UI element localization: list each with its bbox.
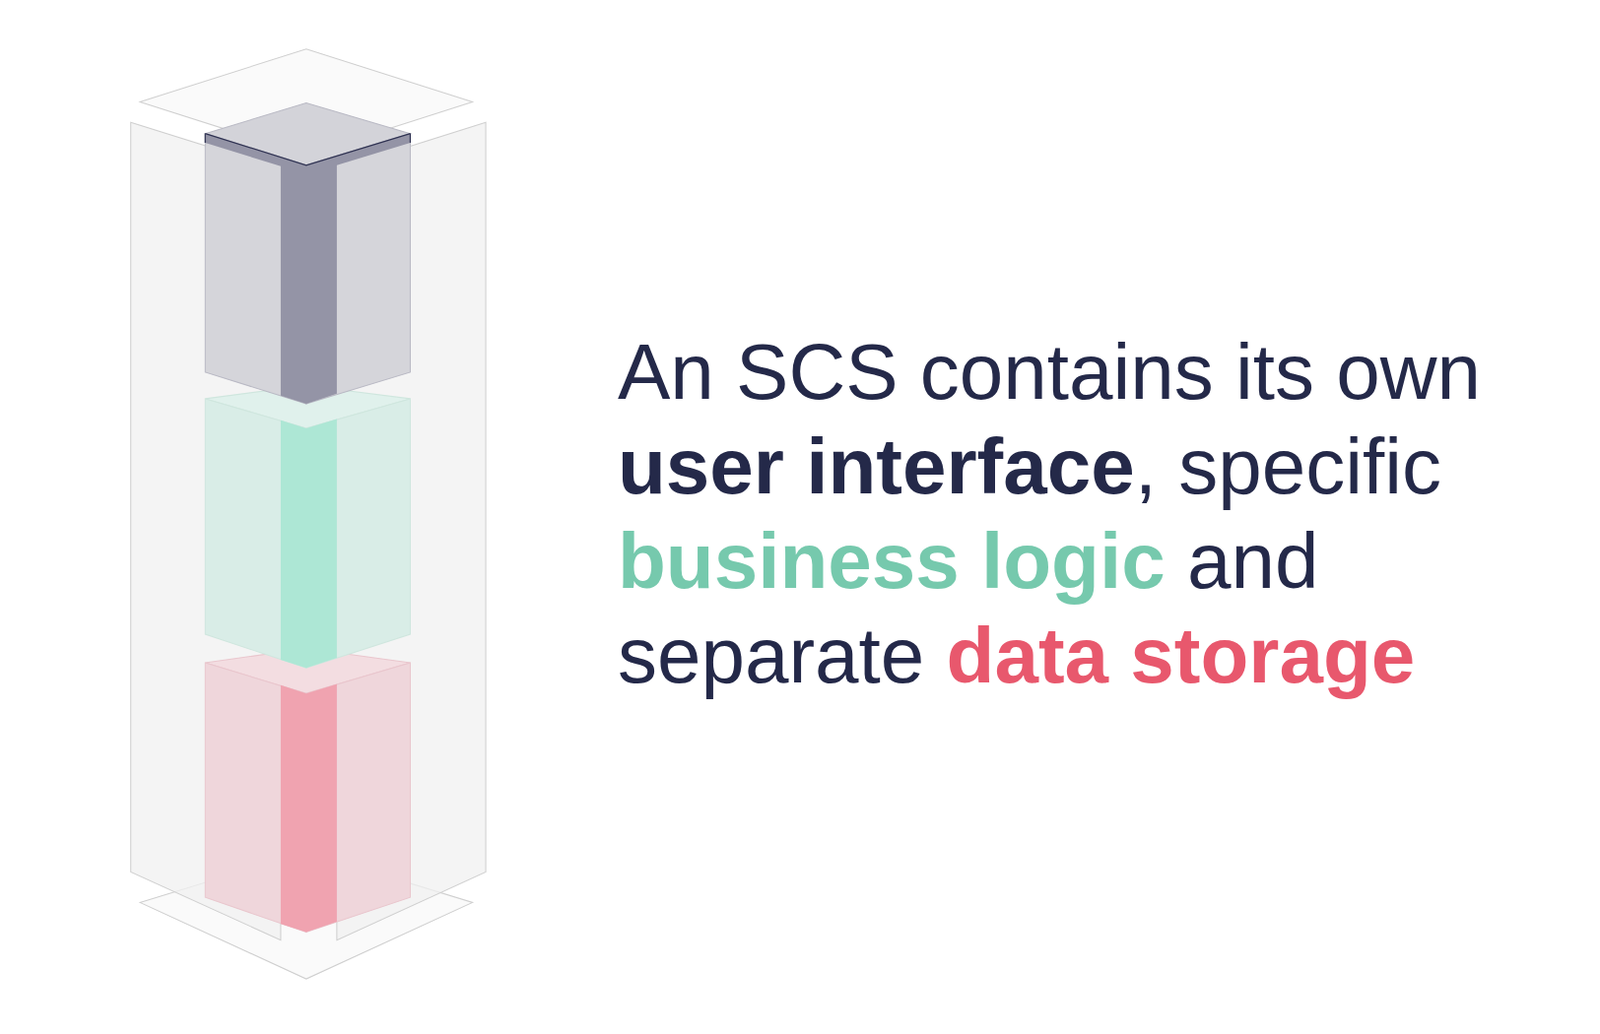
statement-text: , specific <box>1134 419 1442 515</box>
ui-cube-edge <box>204 133 410 166</box>
ui-cube-edge <box>204 133 206 143</box>
text-line: An SCS contains its own <box>617 325 1481 420</box>
storage-cube-band <box>280 684 337 934</box>
statement-text: separate <box>617 608 925 704</box>
ui-cube-edge <box>409 133 411 143</box>
highlight-term: data storage <box>946 608 1416 704</box>
logic-cube-band <box>280 419 337 669</box>
ui-cube-band <box>204 133 410 404</box>
highlight-term: business logic <box>617 514 1166 609</box>
text-line: user interface, specific <box>617 419 1481 515</box>
statement-text: An SCS contains its ownuser interface, s… <box>617 325 1481 704</box>
highlight-term: user interface <box>617 419 1135 515</box>
statement-text: An SCS contains its own <box>617 325 1481 420</box>
text-line: business logicand <box>617 514 1481 609</box>
statement-text: and <box>1187 514 1319 609</box>
text-line: separatedata storage <box>617 608 1481 704</box>
